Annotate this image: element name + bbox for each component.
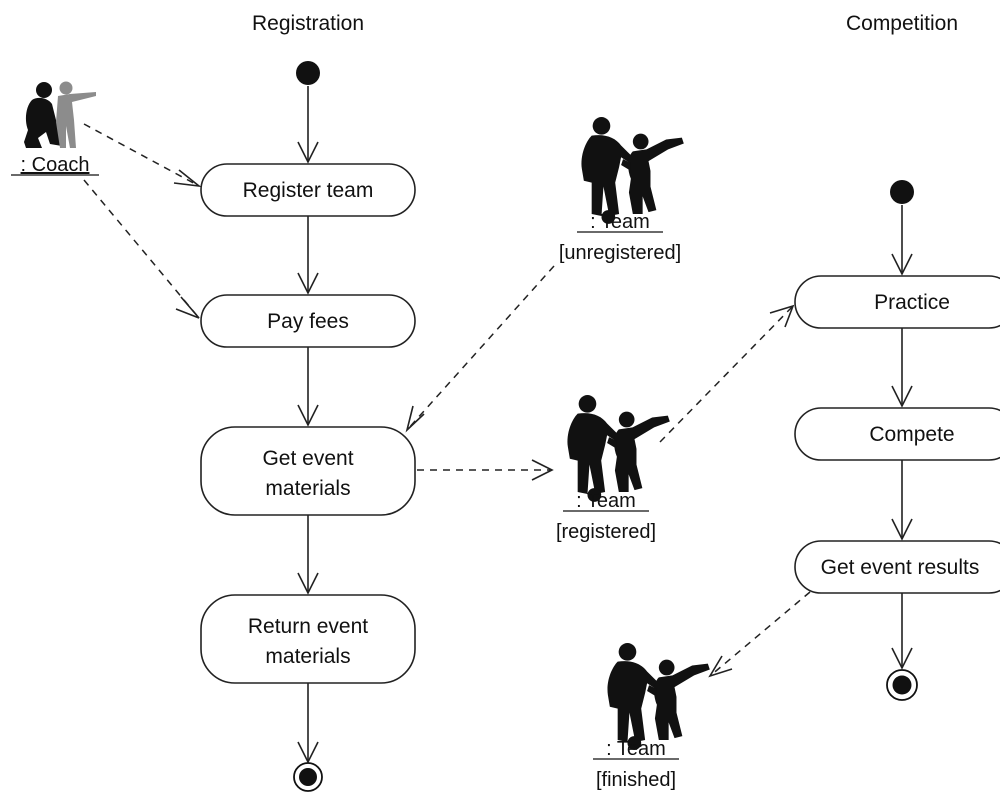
swimlane-competition-title: Competition <box>846 12 958 35</box>
initial-node-competition <box>890 180 914 204</box>
team-unregistered-icon <box>581 117 684 224</box>
activity-compete <box>794 407 1000 461</box>
activity-return-event-materials-label-1: Return event <box>248 615 368 638</box>
activity-pay-fees-label: Pay fees <box>267 310 349 333</box>
object-flow-coach-payfees <box>83 179 200 319</box>
activity-get-event-materials <box>200 426 416 516</box>
object-flow-coach-register <box>83 123 202 188</box>
activity-compete-label: Compete <box>869 423 954 446</box>
object-flow-unregistered-getmaterials <box>405 265 555 433</box>
team-unregistered-name: : Team <box>590 211 650 233</box>
swimlane-registration-title: Registration <box>252 12 364 35</box>
team-registered-state: [registered] <box>556 521 656 543</box>
activity-return-event-materials <box>200 594 416 684</box>
activity-practice <box>794 275 1000 329</box>
final-node-competition <box>886 669 918 701</box>
object-flow-registered-practice <box>659 304 795 443</box>
object-flow-results-finished <box>708 591 811 678</box>
team-finished-name: : Team <box>606 738 666 760</box>
activity-get-event-results-label: Get event results <box>821 556 980 579</box>
activity-get-event-materials-label-2: materials <box>265 477 350 500</box>
activity-get-event-materials-label-1: Get event <box>262 447 353 470</box>
activity-register-team-label: Register team <box>243 179 374 202</box>
object-flow-getmaterials-registered <box>417 459 554 481</box>
team-registered-icon <box>567 395 670 502</box>
activity-return-event-materials-label-2: materials <box>265 645 350 668</box>
activity-practice-label: Practice <box>874 291 950 314</box>
activity-get-event-results <box>794 540 1000 594</box>
final-node-registration <box>293 762 323 792</box>
initial-node-registration <box>296 61 320 85</box>
coach-object-name: : Coach <box>21 154 90 176</box>
team-finished-icon <box>607 643 710 750</box>
team-registered-name: : Team <box>576 490 636 512</box>
coach-icon <box>24 81 96 148</box>
team-unregistered-state: [unregistered] <box>559 242 681 264</box>
team-finished-state: [finished] <box>596 769 676 791</box>
